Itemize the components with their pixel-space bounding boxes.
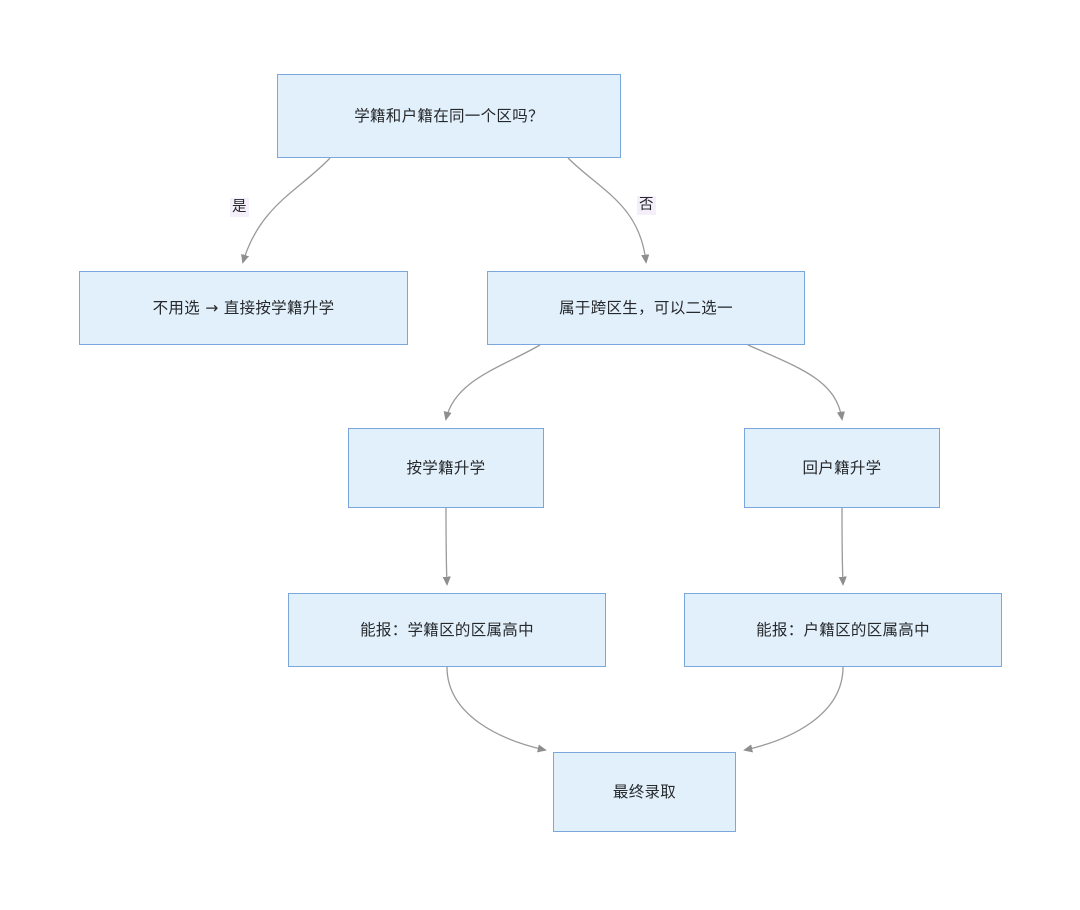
node-label: 回户籍升学	[802, 458, 882, 477]
node-label: 不用选 → 直接按学籍升学	[152, 298, 335, 317]
node-label: 最终录取	[612, 782, 677, 801]
node-q-same-district[interactable]: 学籍和户籍在同一个区吗？	[277, 74, 621, 158]
node-eligible-household-district[interactable]: 能报：户籍区的区属高中	[684, 593, 1002, 667]
edge-edge-cross-to-household	[747, 344, 842, 419]
edge-edge-school-to-eligible	[446, 507, 447, 584]
node-final-admission[interactable]: 最终录取	[553, 752, 736, 832]
node-no-choice-needed[interactable]: 不用选 → 直接按学籍升学	[79, 271, 408, 345]
edge-edge-cross-to-school	[446, 344, 541, 419]
edge-label-edge-no: 否	[637, 196, 656, 216]
node-label: 按学籍升学	[406, 458, 486, 477]
node-label: 能报：学籍区的区属高中	[360, 620, 534, 639]
node-eligible-school-district[interactable]: 能报：学籍区的区属高中	[288, 593, 606, 667]
node-label: 属于跨区生，可以二选一	[559, 298, 733, 317]
edge-edge-yes	[243, 157, 331, 262]
edge-edge-eligible-household-to-final	[745, 666, 844, 750]
edge-edge-no	[567, 157, 646, 262]
edge-edge-household-to-eligible	[842, 507, 843, 584]
node-label: 能报：户籍区的区属高中	[756, 620, 930, 639]
node-cross-district[interactable]: 属于跨区生，可以二选一	[487, 271, 805, 345]
node-by-school-record[interactable]: 按学籍升学	[348, 428, 544, 508]
node-label: 学籍和户籍在同一个区吗？	[354, 106, 544, 125]
node-by-household-record[interactable]: 回户籍升学	[744, 428, 940, 508]
edge-label-edge-yes: 是	[230, 198, 249, 218]
edge-edge-eligible-school-to-final	[446, 666, 545, 750]
